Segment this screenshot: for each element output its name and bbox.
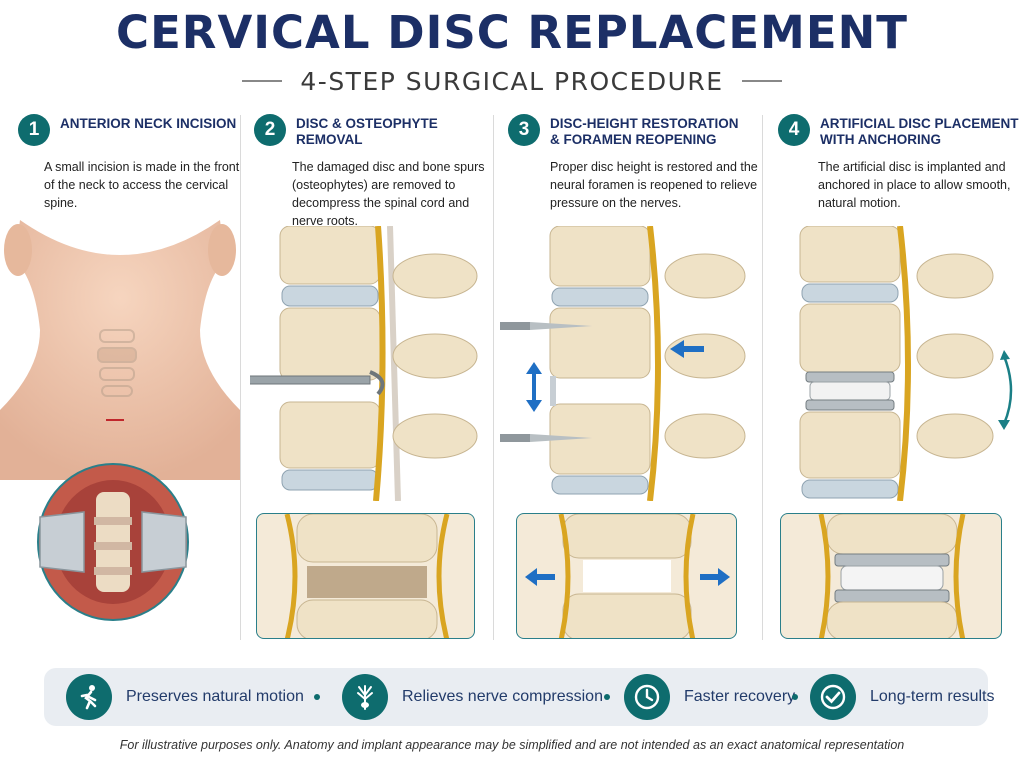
subtitle-rule-right [741, 80, 782, 82]
step-description: The artificial disc is implanted and anc… [818, 160, 1011, 210]
step-3: 3 Disc-Height Restoration & Foramen Reop… [508, 112, 758, 652]
step-title: Disc & Osteophyte Removal [296, 116, 438, 147]
spine-illustration-artificial-disc [799, 226, 1013, 501]
benefit-item: Long-term results [810, 668, 995, 726]
separator-dot [604, 694, 610, 700]
benefits-bar: Preserves natural motion Relieves nerve … [44, 668, 995, 726]
benefit-item: Relieves nerve compression [342, 668, 603, 726]
step-2: 2 Disc & Osteophyte Removal The damaged … [254, 112, 494, 652]
step-1: 1 Anterior Neck Incision A small incisio… [18, 112, 258, 652]
benefit-label: Faster recovery [684, 688, 796, 705]
inset-foramen-reopened [516, 513, 737, 639]
step-title: Artificial Disc Placement with Anchoring [820, 116, 1019, 147]
step-description: Proper disc height is restored and the n… [550, 160, 758, 210]
step-description: A small incision is made in the front of… [44, 160, 240, 210]
step-number-badge: 1 [18, 114, 50, 146]
benefit-label: Long-term results [870, 688, 995, 705]
spine-illustration-height-restoration [500, 226, 746, 501]
benefit-item: Faster recovery [624, 668, 795, 726]
step-description: The damaged disc and bone spurs (osteoph… [292, 160, 485, 228]
running-person-icon [66, 674, 112, 720]
step-title: Anterior Neck Incision [60, 116, 237, 131]
benefit-label: Relieves nerve compression [402, 688, 603, 705]
check-circle-icon [810, 674, 856, 720]
disclaimer-text: For illustrative purposes only. Anatomy … [119, 738, 905, 752]
subtitle-rule-left [242, 80, 283, 82]
benefit-item: Preserves natural motion [66, 668, 304, 726]
inset-disc-removed [256, 513, 475, 639]
nerve-icon [342, 674, 388, 720]
subtitle-row: 4-STEP SURGICAL PROCEDURE [0, 66, 1024, 96]
benefit-label: Preserves natural motion [126, 688, 304, 705]
separator-dot [314, 694, 320, 700]
separator-dot [792, 694, 798, 700]
step-number-badge: 4 [778, 114, 810, 146]
column-divider [493, 115, 494, 640]
step-4: 4 Artificial Disc Placement with Anchori… [778, 112, 1019, 652]
step-number-badge: 2 [254, 114, 286, 146]
column-divider [240, 115, 241, 640]
inset-artificial-disc [780, 513, 1002, 639]
surgical-field-inset [37, 463, 189, 621]
page-title: CERVICAL DISC REPLACEMENT [116, 6, 908, 59]
spine-illustration-disc-removal [250, 226, 478, 501]
neck-illustration [0, 220, 240, 480]
clock-icon [624, 674, 670, 720]
step-number-badge: 3 [508, 114, 540, 146]
page-subtitle: 4-STEP SURGICAL PROCEDURE [300, 66, 724, 96]
column-divider [762, 115, 763, 640]
step-title: Disc-Height Restoration & Foramen Reopen… [550, 116, 739, 147]
